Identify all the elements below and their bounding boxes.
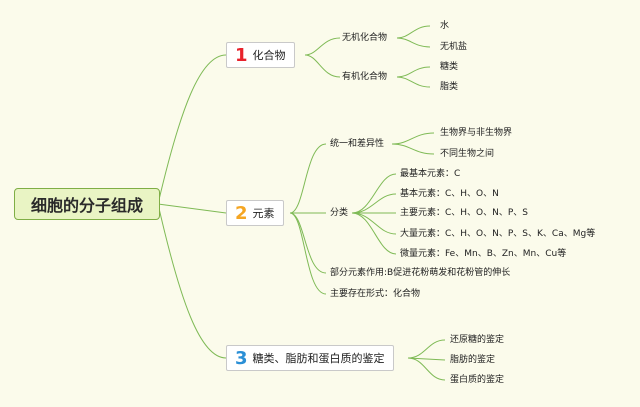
branch-number: 3 — [235, 347, 248, 369]
branch-identification: 3 糖类、脂肪和蛋白质的鉴定 — [226, 345, 394, 371]
topic-element-function: 部分元素作用:B促进花粉萌发和花粉管的伸长 — [330, 268, 511, 278]
leaf-trace-elements: 微量元素：Fe、Mn、B、Zn、Mn、Cu等 — [400, 249, 567, 259]
edge-root-b3 — [157, 203, 227, 359]
topic-existence-form: 主要存在形式：化合物 — [330, 289, 421, 299]
branch-label: 元素 — [252, 207, 275, 220]
leaf-inorganic-salt: 无机盐 — [440, 42, 468, 52]
topic-organic: 有机化合物 — [342, 72, 388, 82]
leaf-water: 水 — [440, 21, 450, 31]
leaf-living-nonliving: 生物界与非生物界 — [440, 128, 513, 138]
leaf-macro-elements: 大量元素：C、H、O、N、P、S、K、Ca、Mg等 — [400, 229, 596, 239]
leaf-protein-test: 蛋白质的鉴定 — [450, 375, 505, 385]
leaf-reducing-sugar-test: 还原糖的鉴定 — [450, 335, 505, 345]
leaf-fat-test: 脂肪的鉴定 — [450, 355, 496, 365]
root-topic: 细胞的分子组成 — [14, 188, 160, 220]
leaf-lipids: 脂类 — [440, 82, 459, 92]
leaf-sugars: 糖类 — [440, 62, 459, 72]
leaf-most-basic-element: 最基本元素：C — [400, 169, 461, 179]
edge-root-b1 — [157, 54, 227, 205]
leaf-between-organisms: 不同生物之间 — [440, 149, 495, 159]
leaf-basic-elements: 基本元素：C、H、O、N — [400, 189, 499, 199]
leaf-main-elements: 主要元素：C、H、O、N、P、S — [400, 208, 529, 218]
topic-inorganic: 无机化合物 — [342, 33, 388, 43]
branch-number: 2 — [235, 202, 248, 224]
branch-number: 1 — [235, 44, 248, 66]
edge-root-b2 — [157, 203, 227, 214]
topic-classification: 分类 — [330, 208, 349, 218]
branch-compounds: 1 化合物 — [226, 42, 295, 68]
branch-elements: 2 元素 — [226, 200, 284, 226]
branch-label: 化合物 — [252, 49, 286, 62]
branch-label: 糖类、脂肪和蛋白质的鉴定 — [252, 352, 385, 365]
topic-unity-diversity: 统一和差异性 — [330, 139, 385, 149]
